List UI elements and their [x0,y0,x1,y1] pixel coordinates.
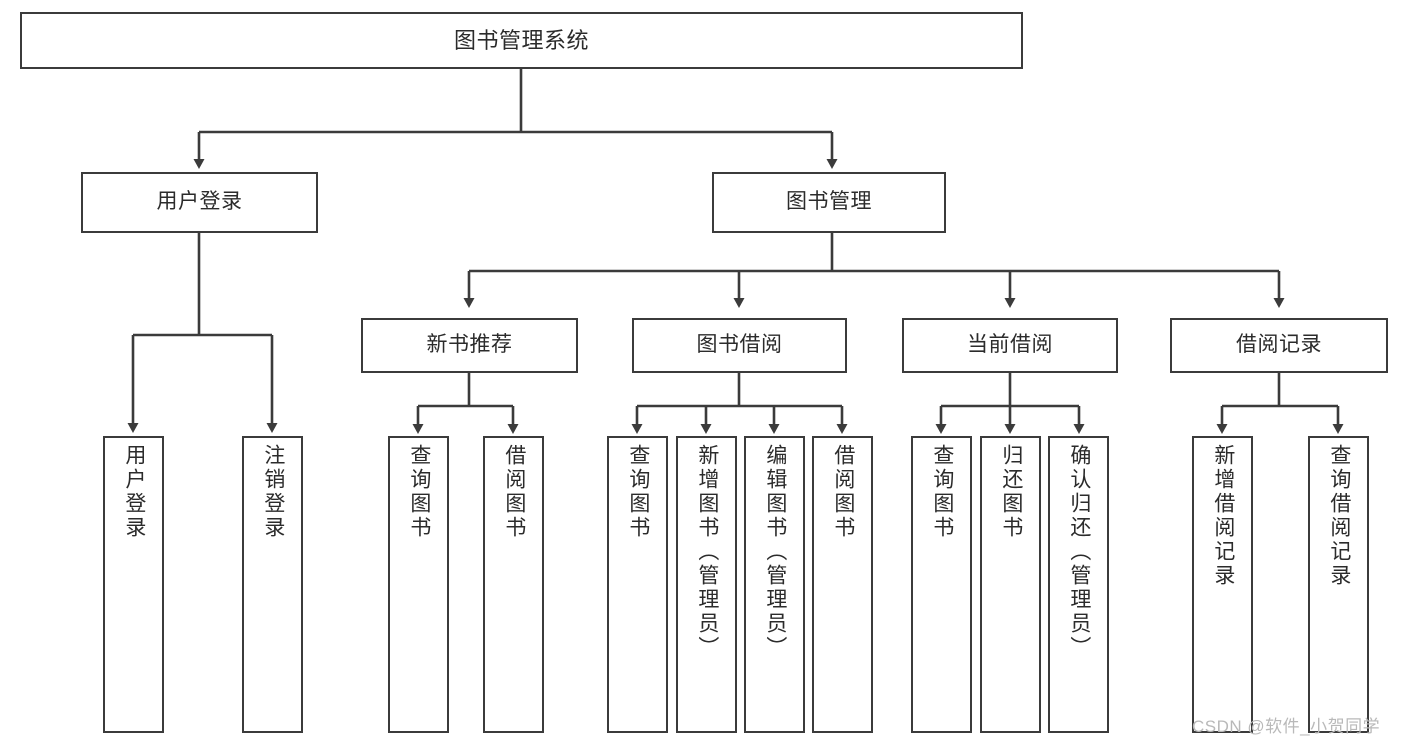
node-current-borrow[interactable]: 当前借阅 [902,318,1118,373]
node-label: 借阅图书 [831,444,855,540]
node-label: 新增图书（管理员） [695,444,719,660]
leaf-borrow-add-book-admin[interactable]: 新增图书（管理员） [676,436,737,733]
leaf-current-return-book[interactable]: 归还图书 [980,436,1041,733]
leaf-record-add-record[interactable]: 新增借阅记录 [1192,436,1253,733]
leaf-borrow-borrow-book[interactable]: 借阅图书 [812,436,873,733]
leaf-borrow-edit-book-admin[interactable]: 编辑图书（管理员） [744,436,805,733]
node-label: 查询图书 [407,444,431,540]
node-user-login[interactable]: 用户登录 [81,172,318,233]
node-label: 确认归还（管理员） [1067,444,1091,660]
leaf-new-book-query[interactable]: 查询图书 [388,436,449,733]
leaf-borrow-query-book[interactable]: 查询图书 [607,436,668,733]
node-label: 查询借阅记录 [1327,444,1351,588]
node-label: 图书管理 [786,190,872,214]
node-label: 编辑图书（管理员） [763,444,787,660]
leaf-current-confirm-return-admin[interactable]: 确认归还（管理员） [1048,436,1109,733]
node-label: 用户登录 [122,444,146,540]
leaf-record-query-record[interactable]: 查询借阅记录 [1308,436,1369,733]
node-label: 注销登录 [261,444,285,540]
node-label: 查询图书 [930,444,954,540]
node-root-system[interactable]: 图书管理系统 [20,12,1023,69]
node-book-borrow[interactable]: 图书借阅 [632,318,847,373]
node-label: 借阅记录 [1236,333,1322,357]
node-label: 当前借阅 [967,333,1053,357]
node-label: 查询图书 [626,444,650,540]
node-label: 图书借阅 [696,333,783,357]
node-label: 新增借阅记录 [1211,444,1235,588]
node-label: 借阅图书 [502,444,526,540]
node-label: 用户登录 [156,190,243,214]
leaf-current-query-book[interactable]: 查询图书 [911,436,972,733]
csdn-watermark: CSDN @软件_小贺同学 [1192,717,1381,736]
leaf-user-login-login[interactable]: 用户登录 [103,436,164,733]
leaf-new-book-borrow[interactable]: 借阅图书 [483,436,544,733]
leaf-user-login-logout[interactable]: 注销登录 [242,436,303,733]
node-book-management[interactable]: 图书管理 [712,172,946,233]
node-label: 图书管理系统 [453,27,589,53]
node-label: 新书推荐 [426,333,513,357]
node-borrow-record[interactable]: 借阅记录 [1170,318,1388,373]
node-label: 归还图书 [999,444,1023,540]
node-new-book-recommend[interactable]: 新书推荐 [361,318,578,373]
